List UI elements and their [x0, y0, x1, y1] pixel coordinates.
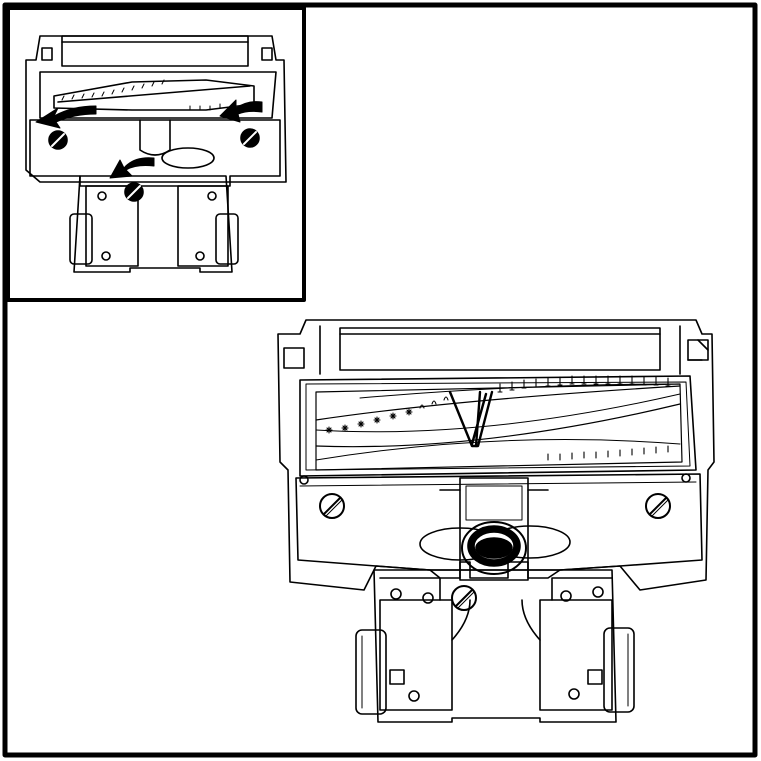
- inset-brush-chamber: [39, 71, 277, 119]
- inset-arrow-center-icon: [109, 157, 155, 179]
- main-brushroll: [315, 375, 683, 471]
- main-lower-carriage: [373, 569, 617, 723]
- inset-lower-carriage: [73, 175, 233, 273]
- main-wheel-right: [603, 627, 635, 713]
- inset-screw-center: [124, 182, 144, 202]
- inset-screw-right: [240, 128, 260, 148]
- main-bumper: [339, 327, 661, 371]
- main-screw-center: [451, 585, 477, 611]
- main-screw-right: [645, 493, 671, 519]
- main-wheel-left: [355, 629, 387, 715]
- inset-head-outline: [25, 35, 287, 183]
- inset-wheel-right: [215, 213, 239, 265]
- main-head-outline: [277, 319, 715, 591]
- inset-arrow-right-icon: [219, 99, 263, 123]
- main-cleaner-head: [277, 319, 715, 723]
- main-screw-left: [319, 493, 345, 519]
- inset-panel: [6, 6, 306, 302]
- inset-wheel-left: [69, 213, 93, 265]
- inset-frame: [6, 6, 306, 302]
- inset-bumper: [61, 35, 249, 67]
- inset-arrow-left-icon: [35, 105, 97, 129]
- main-belt: [448, 390, 494, 448]
- main-hose-port: [461, 521, 527, 575]
- inset-screw-left: [48, 130, 68, 150]
